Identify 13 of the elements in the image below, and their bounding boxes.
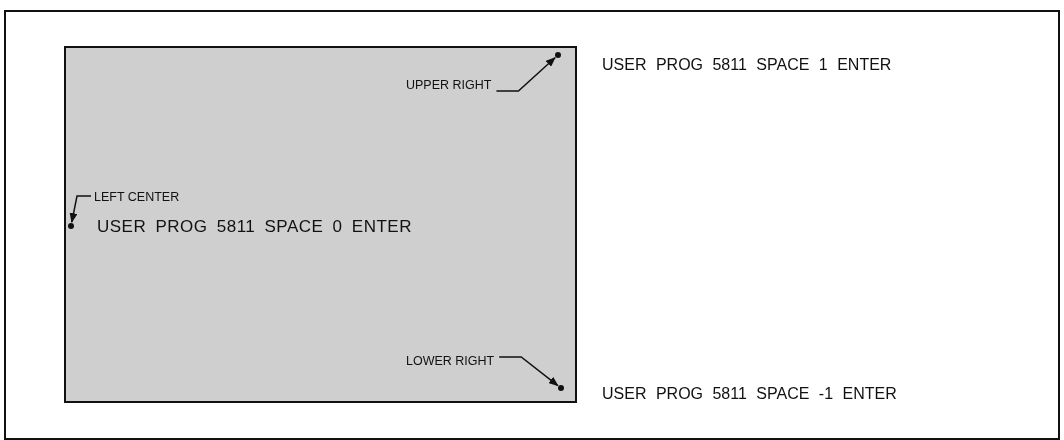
dot-marker	[558, 385, 564, 391]
dot-marker	[555, 52, 561, 58]
command-text: USER PROG 5811 SPACE 0 ENTER	[97, 217, 412, 237]
leader-arrow	[495, 56, 556, 92]
leader-arrow	[69, 195, 92, 224]
position-label: LEFT CENTER	[94, 190, 180, 206]
leader-arrow	[498, 356, 559, 387]
command-text: USER PROG 5811 SPACE 1 ENTER	[602, 56, 892, 74]
screen-area	[64, 46, 577, 403]
dot-marker	[68, 223, 74, 229]
position-label: LOWER RIGHT	[406, 354, 495, 370]
position-label: UPPER RIGHT	[406, 78, 492, 94]
command-text: USER PROG 5811 SPACE -1 ENTER	[602, 385, 897, 403]
